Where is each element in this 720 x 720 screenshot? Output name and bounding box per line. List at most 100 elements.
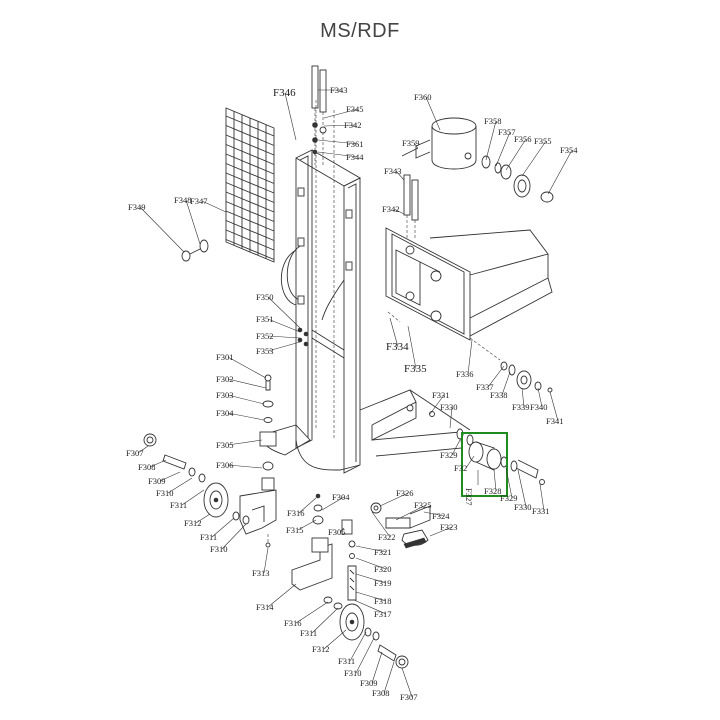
part-label: F331 [432, 390, 449, 400]
bottom-wheel-assembly [291, 537, 409, 669]
leader-line [201, 200, 227, 213]
part-label: F343 [330, 85, 347, 95]
leader-line [355, 637, 375, 674]
leader-line [317, 151, 359, 158]
leader-line [407, 325, 417, 370]
part-label: F338 [490, 390, 507, 400]
part-label: F322 [378, 532, 395, 542]
carriage-rollers [500, 361, 553, 393]
part-label: F305 [216, 440, 233, 450]
part-label: F310 [344, 668, 361, 678]
leader-line [371, 511, 391, 538]
part-label: F310 [210, 544, 227, 554]
leader-line [323, 124, 357, 127]
part-label: F323 [440, 522, 457, 532]
leader-lines [137, 89, 573, 698]
leader-line [139, 206, 185, 253]
part-label: F359 [402, 138, 419, 148]
leader-line [395, 504, 427, 521]
part-label: F314 [256, 602, 274, 612]
leader-line [298, 497, 317, 514]
part-label: F324 [432, 511, 450, 521]
leader-line [227, 412, 265, 421]
part-label: F312 [312, 644, 329, 654]
leader-line [423, 511, 445, 517]
part-label: F360 [414, 92, 431, 102]
leader-line [379, 492, 409, 507]
part-label: F355 [534, 136, 551, 146]
fork-carriage [385, 227, 553, 361]
part-label: F320 [374, 564, 391, 574]
leader-line [395, 170, 405, 181]
part-label: F325 [414, 500, 431, 510]
part-label: F347 [190, 196, 207, 206]
leader-line [267, 341, 301, 352]
leader-line [521, 387, 525, 408]
leader-line [537, 387, 543, 408]
leader-line [353, 599, 387, 615]
leader-line [227, 464, 263, 469]
mast-bolts [297, 311, 401, 347]
part-label: F343 [384, 166, 401, 176]
part-label: F308 [372, 688, 389, 698]
part-label: F330 [440, 402, 457, 412]
leader-line [401, 667, 413, 698]
leader-line [181, 489, 205, 506]
leader-line [267, 318, 301, 333]
part-label: F311 [300, 628, 317, 638]
leader-line [185, 199, 201, 245]
leader-line [549, 391, 559, 422]
part-label: F352 [256, 331, 273, 341]
leader-line [539, 483, 545, 512]
leader-line [449, 406, 453, 429]
part-label: F342 [382, 204, 399, 214]
leader-line [159, 471, 181, 482]
part-label: F341 [546, 416, 563, 426]
leader-line [149, 459, 167, 468]
hydraulic-pump [401, 117, 554, 203]
leader-line [413, 142, 419, 149]
leader-line [355, 591, 387, 602]
leader-line [323, 108, 359, 119]
part-label: F346 [273, 87, 296, 99]
part-label: F340 [530, 402, 547, 412]
leader-line [389, 317, 399, 348]
leader-line [267, 583, 297, 608]
leader-line [467, 339, 473, 375]
part-label: F351 [256, 314, 273, 324]
leader-line [371, 651, 383, 684]
part-label: F321 [374, 547, 391, 557]
part-label: F334 [386, 341, 409, 353]
middle-small-parts [312, 493, 357, 601]
part-label: F309 [360, 678, 377, 688]
leader-line [137, 445, 149, 454]
part-label: F328 [484, 486, 501, 496]
part-label: F303 [216, 390, 233, 400]
part-label: F329 [440, 450, 457, 460]
leader-line [505, 467, 513, 499]
part-label: F336 [456, 369, 473, 379]
part-label: F32 [454, 463, 467, 473]
part-label: F312 [184, 518, 201, 528]
diagram-title: MS/RDF [320, 20, 400, 42]
leader-line [295, 601, 329, 624]
leader-line [495, 131, 511, 167]
part-label: F318 [374, 596, 391, 606]
leader-line [485, 120, 497, 161]
part-label: F304 [216, 408, 234, 418]
part-label: F358 [484, 116, 501, 126]
part-label: F354 [560, 145, 578, 155]
leader-line [355, 545, 387, 553]
leader-line [501, 371, 511, 396]
part-label: F330 [514, 502, 531, 512]
leader-line [195, 513, 211, 524]
backrest-panel [225, 107, 275, 263]
base-leg-right [359, 389, 474, 457]
part-label: F311 [170, 500, 187, 510]
leader-line [267, 335, 301, 339]
leader-line [227, 439, 263, 446]
leader-line [517, 469, 527, 508]
part-label: F326 [396, 488, 413, 498]
leader-line [505, 138, 527, 171]
